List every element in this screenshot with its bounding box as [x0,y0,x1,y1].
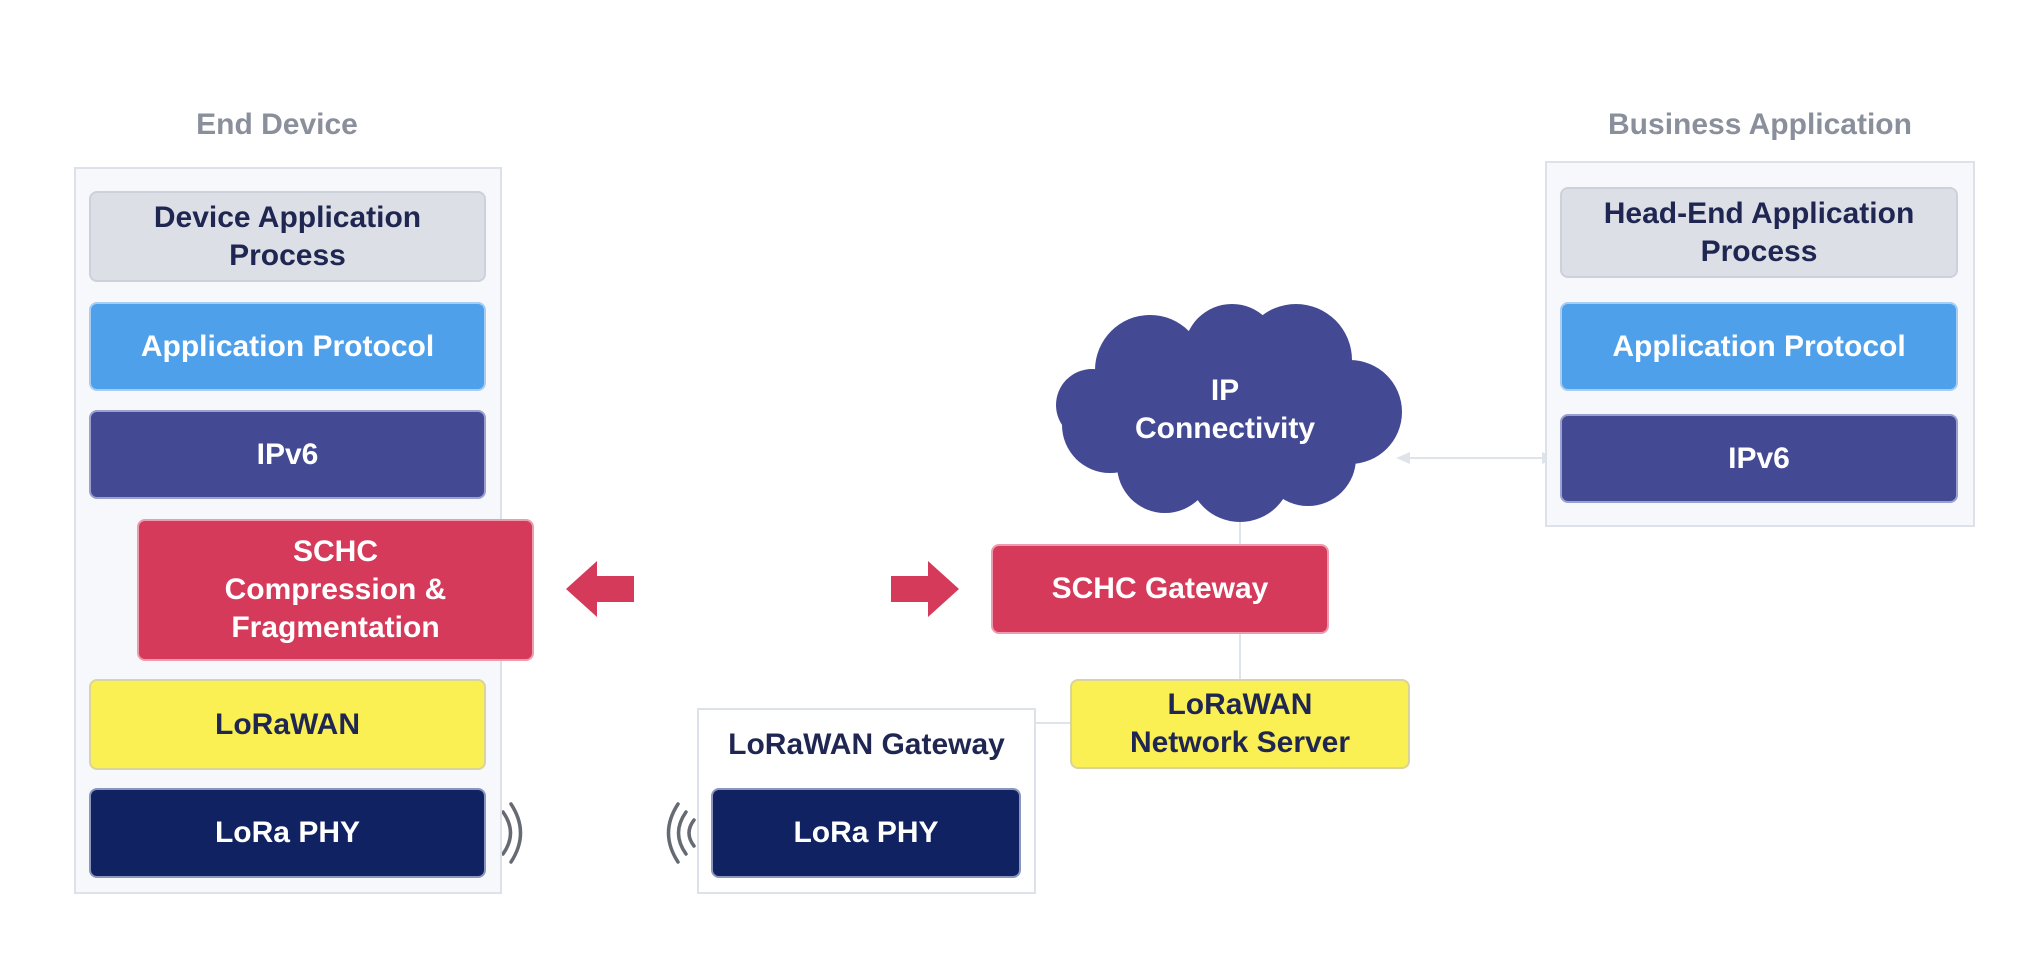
device-ipv6: IPv6 [89,410,486,499]
signal-waves-left [666,802,696,864]
lorawan-gateway-title: LoRaWAN Gateway [728,728,1005,761]
schc-gateway: SCHC Gateway [991,544,1329,634]
cloud-icon [1056,304,1402,522]
business-application-title: Business Application [1608,108,1912,141]
gateway-lora-phy: LoRa PHY [711,788,1021,878]
device-lorawan: LoRaWAN [89,679,486,770]
ip-connectivity-label: IP Connectivity [1134,374,1316,445]
red-arrow-right [891,561,959,617]
arrowhead-left [1396,452,1410,464]
end-device-title: End Device [196,108,358,141]
head-end-application-process: Head-End Application Process [1560,187,1958,278]
device-application-protocol: Application Protocol [89,302,486,391]
device-schc-layer: SCHC Compression & Fragmentation [137,519,534,661]
red-arrow-left [566,561,634,617]
device-lora-phy: LoRa PHY [89,788,486,878]
business-ipv6: IPv6 [1560,414,1958,503]
business-application-protocol: Application Protocol [1560,302,1958,391]
device-application-process: Device Application Process [89,191,486,282]
lorawan-network-server: LoRaWAN Network Server [1070,679,1410,769]
